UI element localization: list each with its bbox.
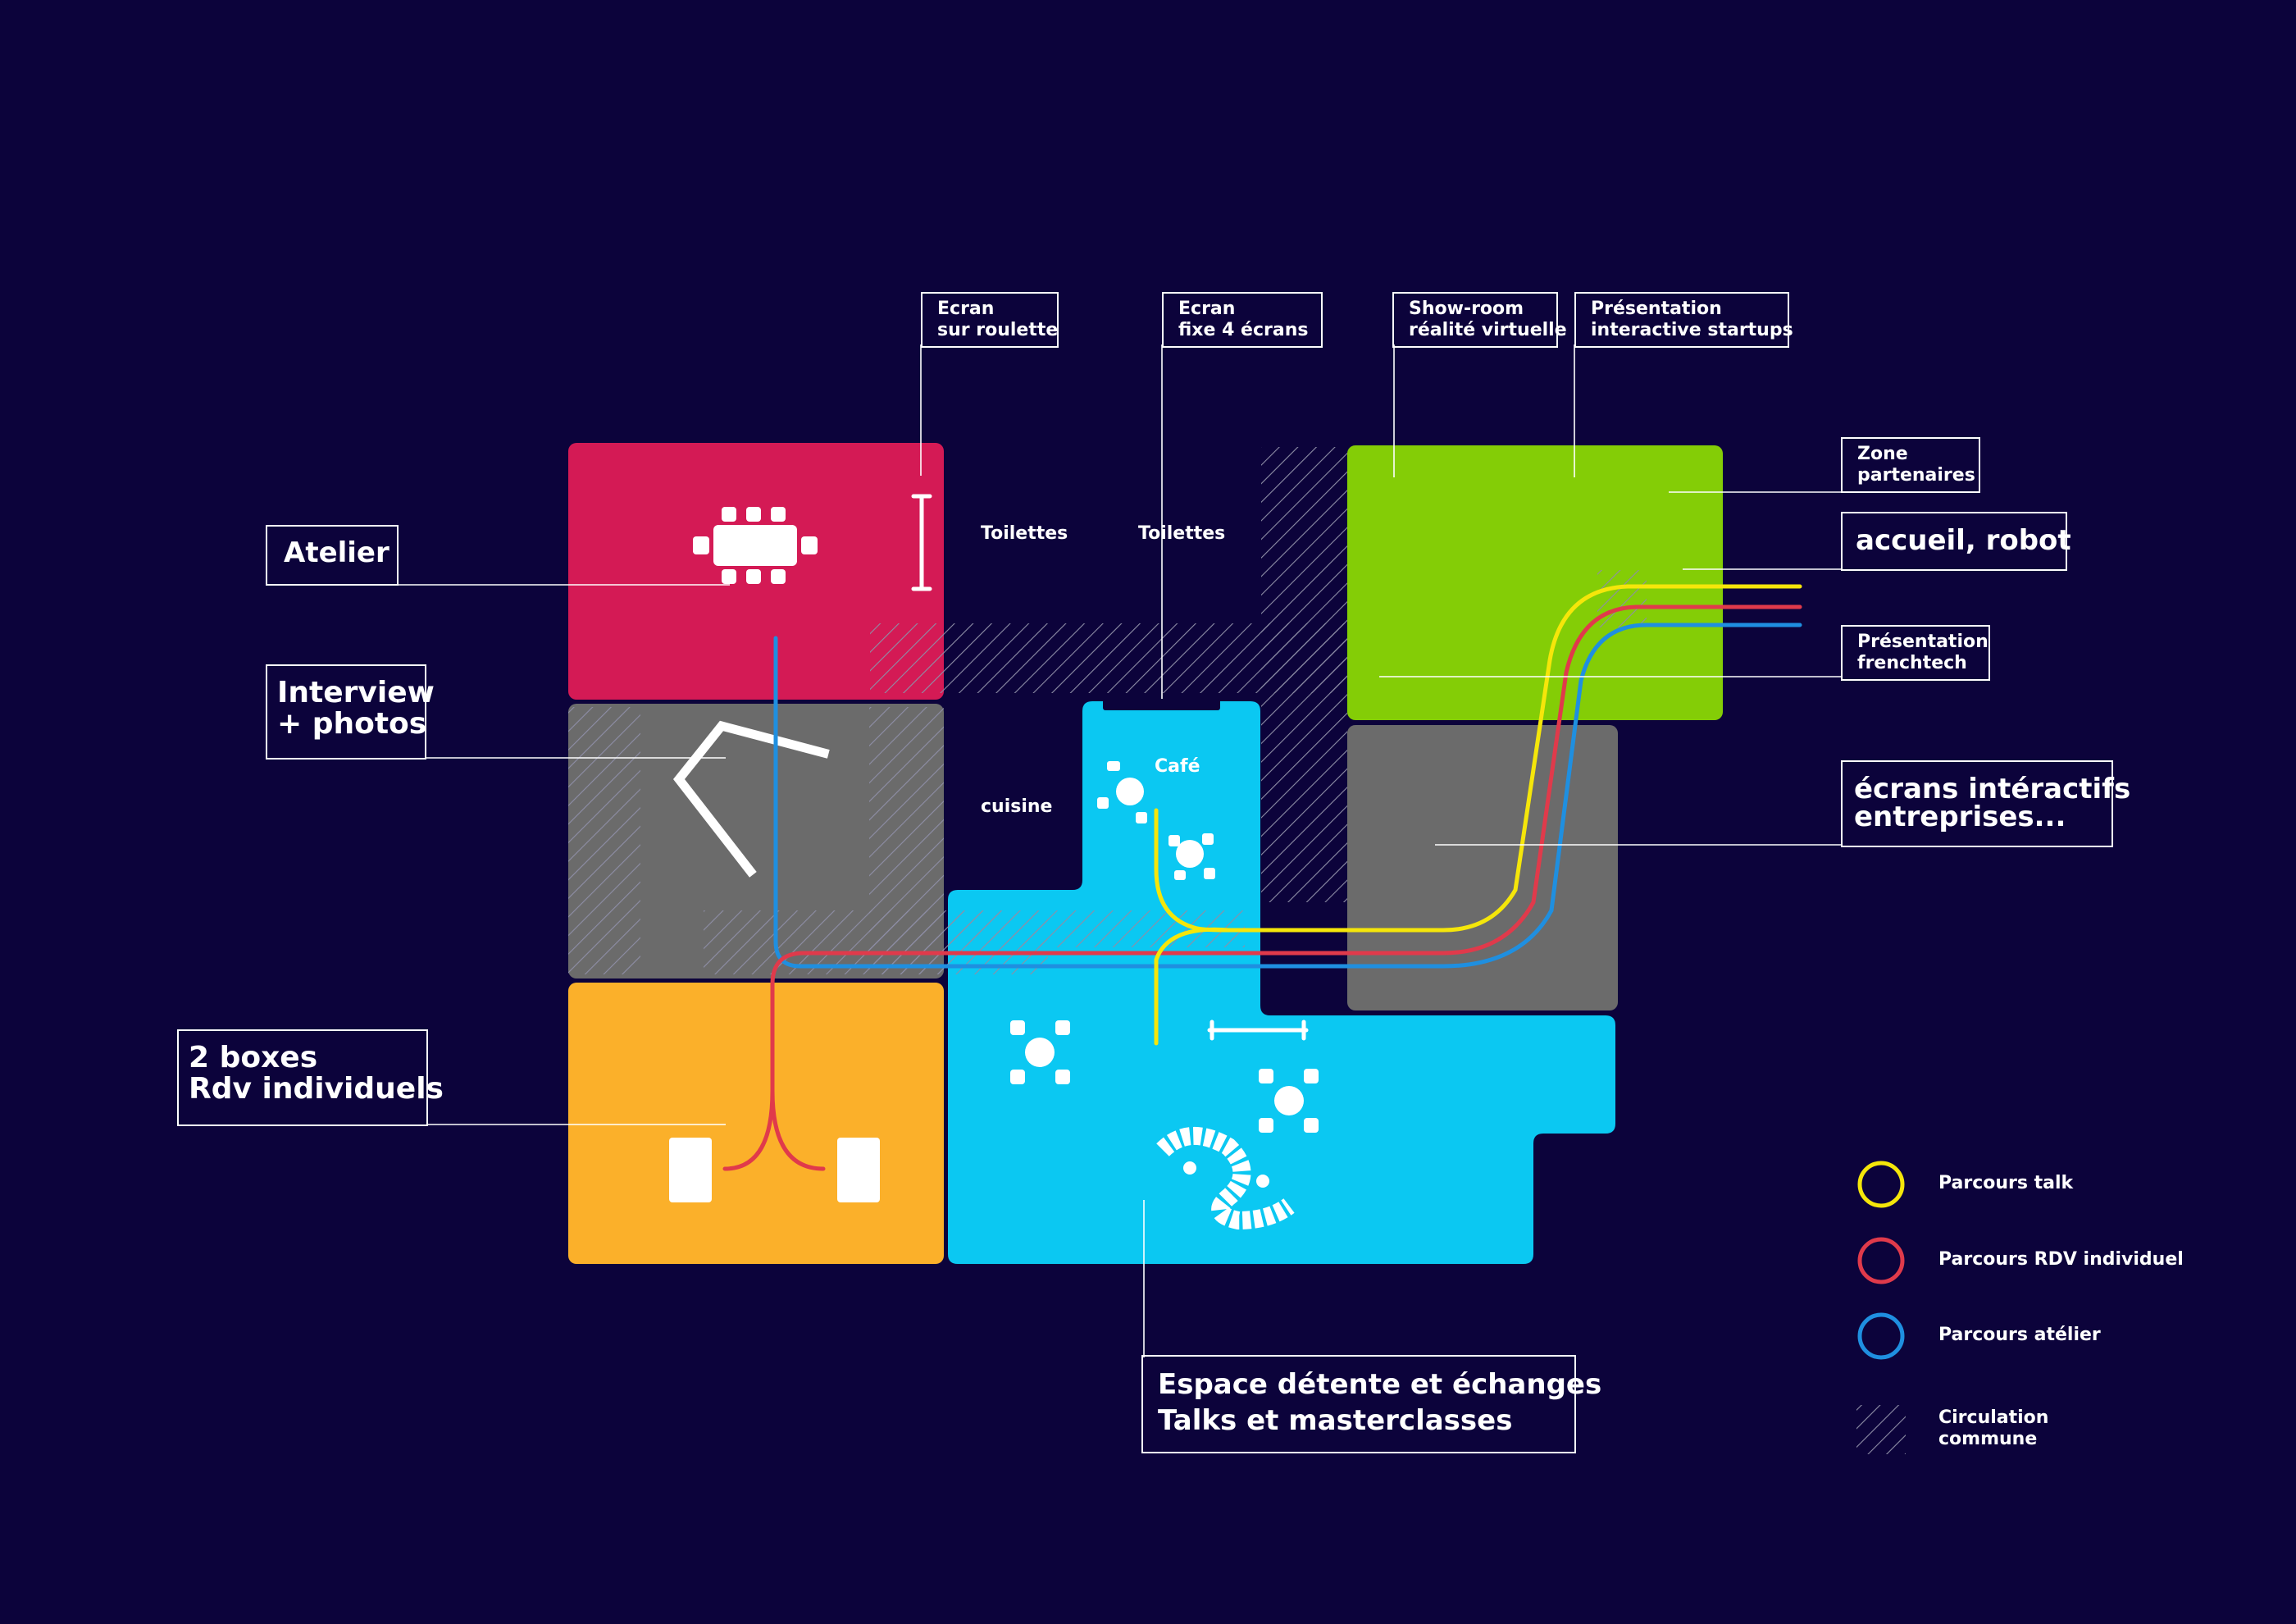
label-presentation-startups: Présentation interactive startups: [1574, 292, 1793, 348]
route-rdv: [722, 604, 1802, 1171]
legend-talk-text: Parcours talk: [1938, 1173, 2074, 1193]
legend-hatch-swatch: [1856, 1405, 1906, 1454]
label-boxes-line1: 2 boxes: [189, 1041, 318, 1074]
label-partenaires-line2: partenaires: [1857, 465, 1975, 486]
legend-circulation-line1: Circulation: [1938, 1407, 2049, 1428]
label-showroom-line1: Show-room: [1409, 299, 1524, 319]
label-cafe: Café: [1155, 756, 1200, 777]
espace-screen-icon: [1207, 1020, 1309, 1041]
fixed-screen-bar: [1103, 699, 1220, 710]
lounge-table-icon: [1259, 1069, 1319, 1133]
route-atelier: [773, 623, 1802, 969]
label-ecran-fixe: Ecran fixe 4 écrans: [1162, 292, 1323, 348]
label-showroom: Show-room réalité virtuelle: [1392, 292, 1567, 348]
curved-bench-icon: [1156, 1127, 1295, 1230]
legend-talk: Parcours talk: [1938, 1173, 2073, 1194]
legend-talk-circle: [1857, 1161, 1905, 1208]
label-frenchtech: Présentation frenchtech: [1841, 625, 1990, 681]
legend-atelier: Parcours atélier: [1938, 1325, 2101, 1346]
routes: [722, 584, 1802, 1171]
box-left: [669, 1138, 712, 1202]
label-toilettes-2: Toilettes: [1138, 523, 1226, 544]
label-ecrans-line2: entreprises...: [1854, 801, 2066, 833]
label-atelier: Atelier: [266, 525, 399, 586]
label-espace-line1: Espace détente et échanges: [1158, 1368, 1602, 1401]
label-toilettes-1: Toilettes: [981, 523, 1068, 544]
photo-backdrop-icon: [672, 720, 830, 878]
lounge-table-icon: [1010, 1020, 1070, 1084]
legend-circulation: Circulation commune: [1938, 1407, 2048, 1450]
label-ecran-roulette-line1: Ecran: [937, 299, 995, 319]
box-right: [837, 1138, 880, 1202]
route-talk: [1154, 584, 1802, 1046]
circulation-hatch: [568, 447, 1647, 974]
legend-rdv: Parcours RDV individuel: [1938, 1249, 2184, 1270]
label-zone-partenaires: Zone partenaires: [1841, 437, 1980, 493]
label-espace: Espace détente et échanges Talks et mast…: [1141, 1355, 1602, 1453]
leader-lines: [395, 344, 1841, 1357]
legend-atelier-circle: [1857, 1312, 1905, 1360]
label-ecran-roulette: Ecran sur roulette: [921, 292, 1059, 348]
label-ecrans-interactifs: écrans intéractifs entreprises...: [1841, 760, 2131, 847]
label-showroom-line2: réalité virtuelle: [1409, 320, 1567, 340]
label-boxes: 2 boxes Rdv individuels: [177, 1029, 444, 1126]
label-interview: Interview + photos: [266, 664, 435, 760]
label-ecran-fixe-line1: Ecran: [1178, 299, 1236, 319]
rolling-screen-icon: [911, 494, 932, 591]
label-frenchtech-line2: frenchtech: [1857, 653, 1967, 673]
label-frenchtech-line1: Présentation: [1857, 632, 1988, 652]
label-startups-line1: Présentation: [1591, 299, 1722, 319]
showroom-zone: [1347, 445, 1723, 720]
label-espace-line2: Talks et masterclasses: [1158, 1404, 1513, 1437]
label-ecrans-line1: écrans intéractifs: [1854, 773, 2131, 805]
label-boxes-line2: Rdv individuels: [189, 1072, 444, 1106]
legend-circulation-line2: commune: [1938, 1429, 2038, 1449]
label-startups-line2: interactive startups: [1591, 320, 1793, 340]
interview-zone: [568, 704, 944, 979]
cafe-table-icon: [1097, 761, 1147, 823]
legend-rdv-circle: [1857, 1237, 1905, 1284]
label-ecran-fixe-line2: fixe 4 écrans: [1178, 320, 1309, 340]
legend-rdv-text: Parcours RDV individuel: [1938, 1249, 2184, 1270]
label-interview-line2: + photos: [277, 707, 427, 741]
cafe-table-icon: [1168, 833, 1215, 880]
meeting-table-icon: [693, 507, 818, 584]
label-ecran-roulette-line2: sur roulette: [937, 320, 1059, 340]
boxes-zone: [568, 983, 944, 1264]
label-accueil: accueil, robot: [1841, 512, 2071, 571]
espace-zone: [948, 701, 1615, 1264]
label-atelier-text: Atelier: [284, 536, 390, 569]
label-accueil-text: accueil, robot: [1856, 524, 2071, 557]
label-partenaires-line1: Zone: [1857, 444, 1908, 464]
label-cuisine: cuisine: [981, 796, 1053, 817]
legend-symbols: [1856, 1161, 1906, 1454]
legend-atelier-text: Parcours atélier: [1938, 1325, 2101, 1345]
label-interview-line1: Interview: [277, 676, 435, 709]
